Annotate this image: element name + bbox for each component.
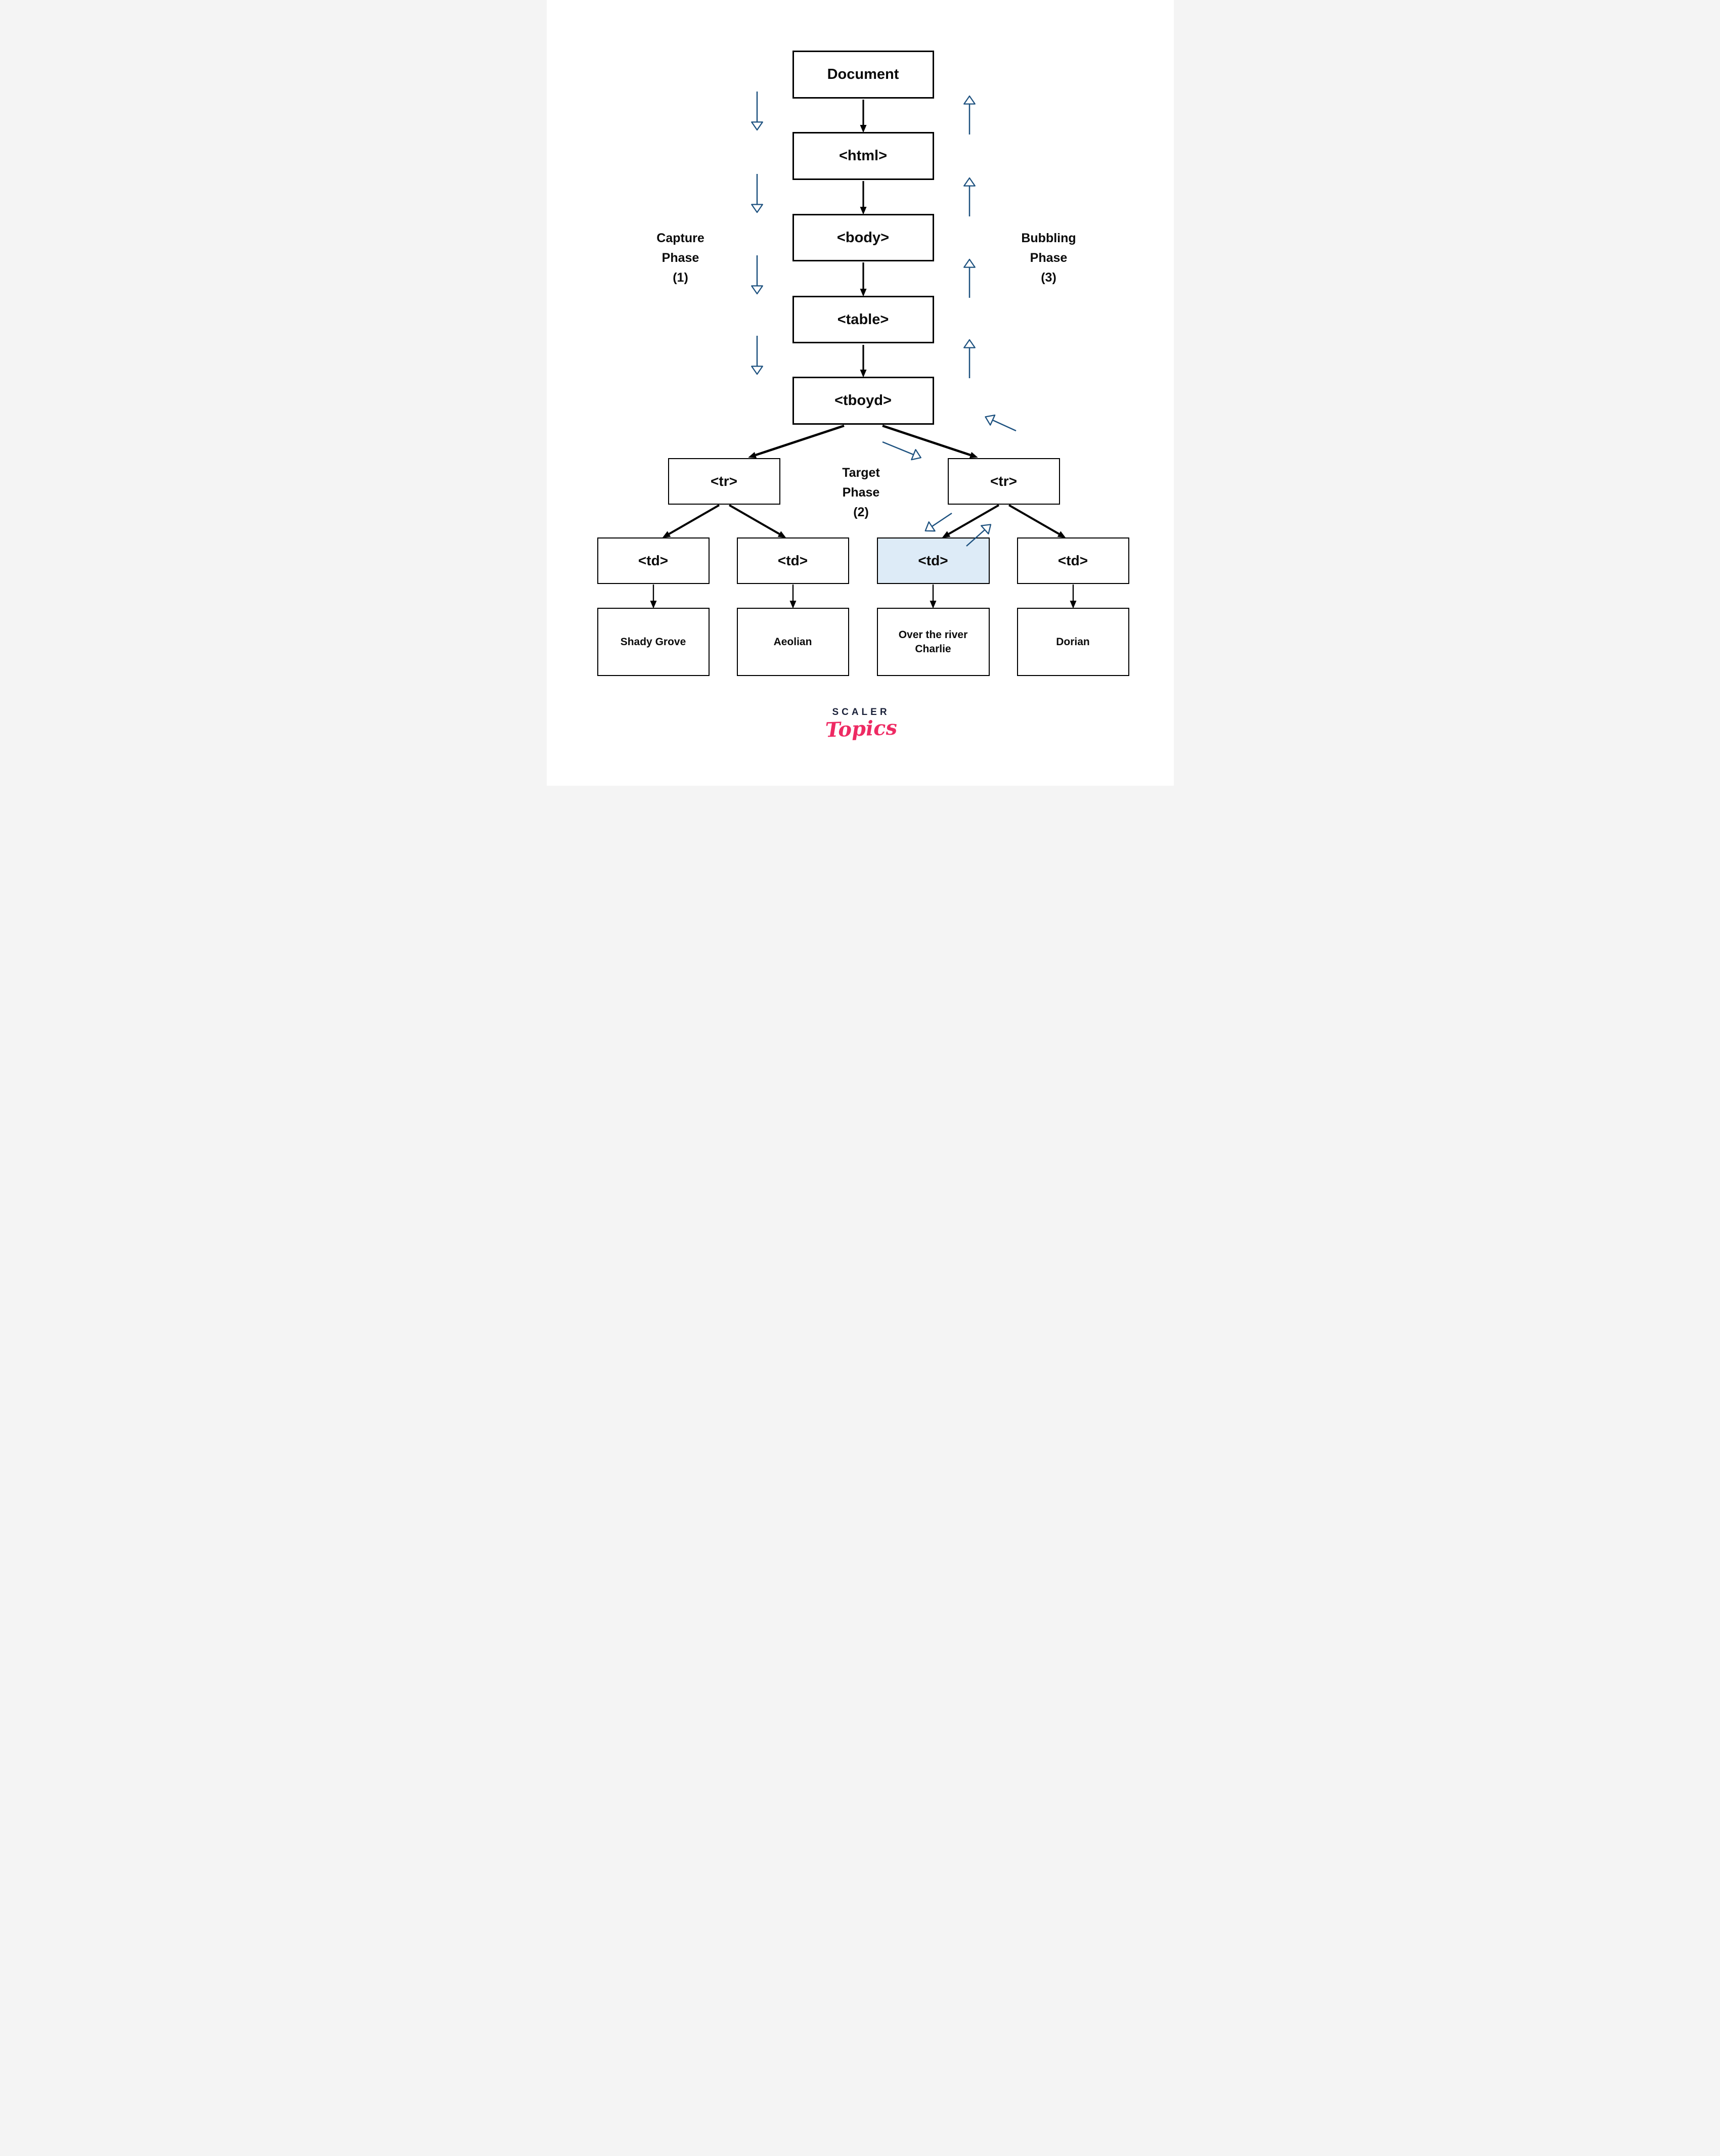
capture-phase-line1: Capture [656, 231, 704, 245]
node-td-2: <td> [736, 537, 849, 584]
node-table-label: <table> [837, 311, 889, 328]
node-td-1: <td> [597, 537, 710, 584]
node-tr-left-label: <tr> [711, 473, 737, 489]
node-text-over-the-river: Over the river Charlie [876, 608, 990, 676]
node-table: <table> [792, 296, 934, 343]
bubbling-phase-line2: Phase [1030, 251, 1068, 265]
node-td-4-label: <td> [1057, 553, 1088, 568]
dom-event-flow-diagram: Document <html> <body> <table> <tboyd> <… [546, 0, 1174, 786]
bubbling-phase-line3: (3) [1041, 271, 1056, 285]
bubbling-phase-line1: Bubbling [1021, 231, 1076, 245]
capture-arrow-to-td-icon [924, 512, 952, 532]
node-tr-right-label: <tr> [990, 473, 1017, 489]
edge-trleft-td2 [728, 504, 786, 538]
capture-phase-label: Capture Phase (1) [625, 229, 736, 288]
node-body: <body> [792, 214, 934, 261]
node-document: Document [792, 51, 934, 99]
node-text-dorian-label: Dorian [1056, 636, 1090, 648]
logo-product-text: Topics [824, 715, 898, 742]
bubbling-phase-label: Bubbling Phase (3) [993, 229, 1105, 288]
edge-tbody-tr-right [881, 424, 978, 459]
node-td-3-label: <td> [918, 553, 948, 568]
capture-arrow-to-tr-icon [882, 441, 921, 461]
node-html: <html> [792, 132, 934, 180]
node-body-label: <body> [836, 229, 890, 246]
node-html-label: <html> [839, 148, 888, 164]
target-phase-line3: (2) [853, 505, 869, 519]
node-text-shady-grove: Shady Grove [597, 608, 710, 676]
edge-trleft-td1 [662, 504, 720, 538]
node-text-over-the-river-label: Over the river Charlie [898, 629, 968, 655]
bubbling-arrow-from-tr-icon [984, 414, 1017, 432]
node-text-aeolian-label: Aeolian [773, 636, 812, 648]
node-tbody-label: <tboyd> [834, 392, 892, 409]
node-td-1-label: <td> [638, 553, 669, 568]
scaler-topics-logo: SCALER Topics [810, 707, 913, 742]
edge-trright-td3 [942, 504, 999, 538]
capture-phase-line3: (1) [673, 271, 688, 285]
node-td-2-label: <td> [777, 553, 808, 568]
capture-phase-line2: Phase [661, 251, 699, 265]
target-phase-line1: Target [842, 466, 880, 480]
edge-tbody-tr-left [747, 424, 845, 459]
target-phase-line2: Phase [842, 485, 880, 500]
target-phase-label: Target Phase (2) [806, 463, 917, 522]
node-text-aeolian: Aeolian [736, 608, 849, 676]
node-tbody: <tboyd> [792, 377, 934, 425]
node-text-dorian: Dorian [1017, 608, 1129, 676]
edge-trright-td4 [1008, 504, 1066, 538]
node-td-3-target: <td> [876, 537, 990, 584]
node-document-label: Document [827, 66, 899, 82]
node-text-shady-grove-label: Shady Grove [620, 636, 686, 648]
node-tr-right: <tr> [947, 458, 1060, 505]
node-td-4: <td> [1017, 537, 1129, 584]
logo-brand-text: SCALER [832, 707, 890, 717]
node-tr-left: <tr> [668, 458, 780, 505]
